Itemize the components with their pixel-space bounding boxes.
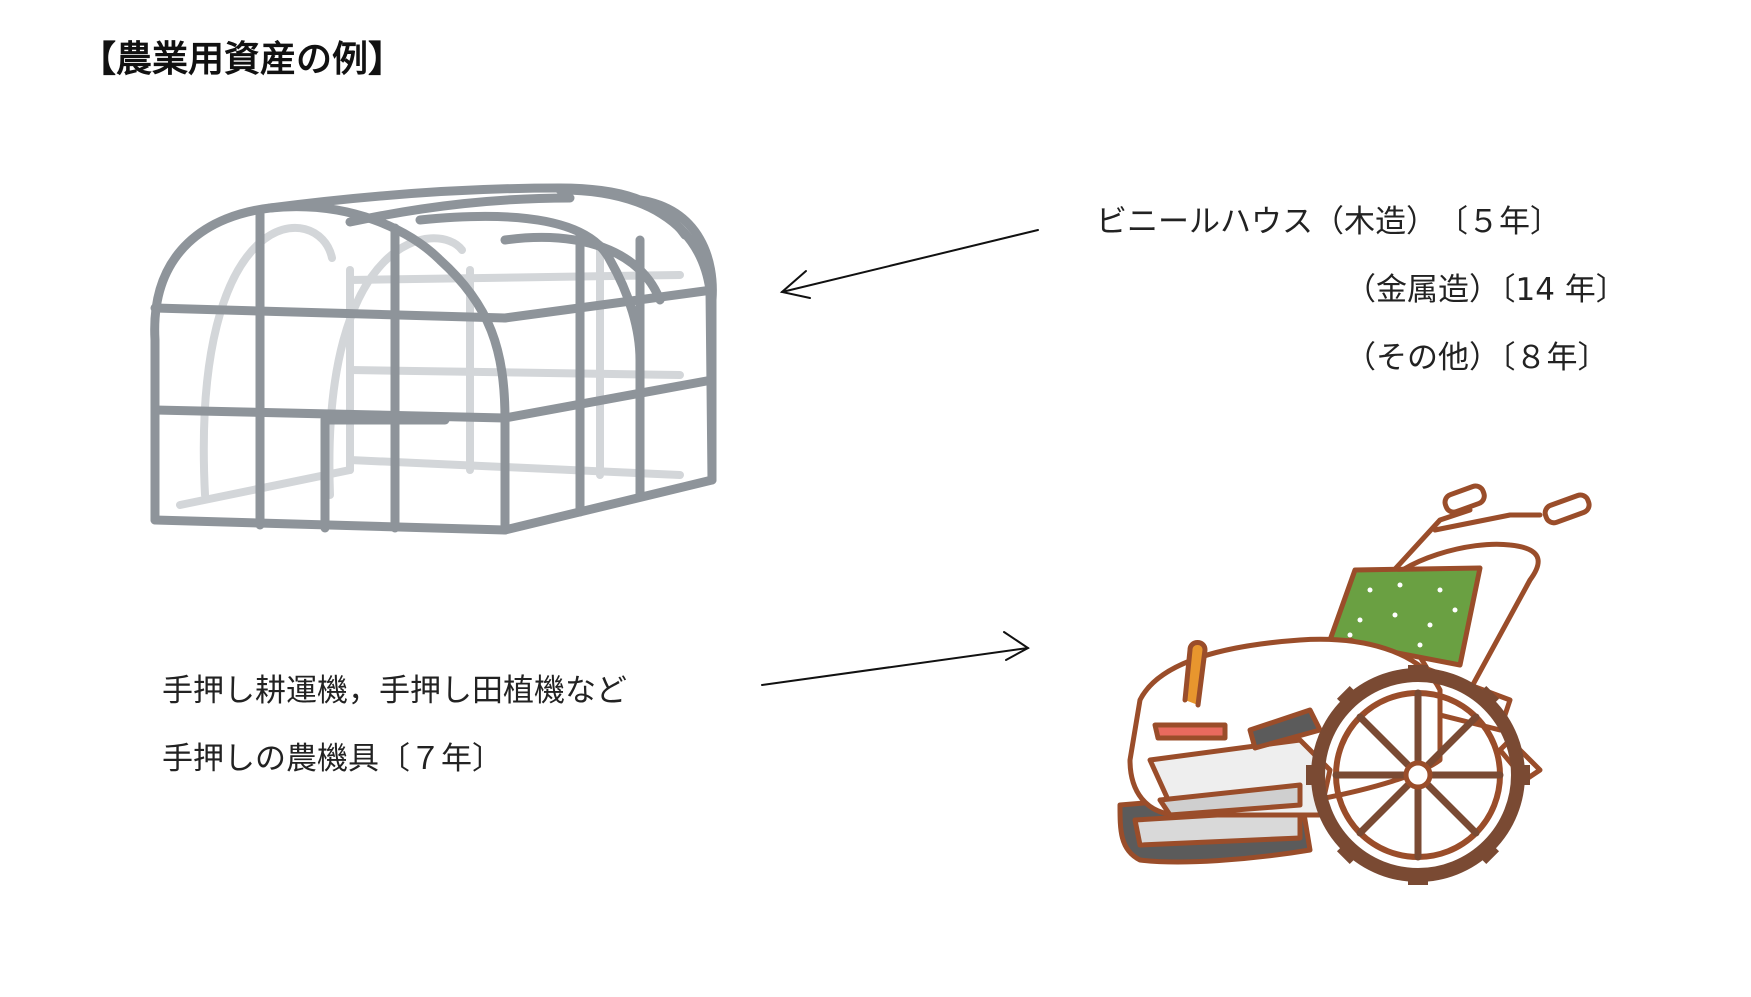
- greenhouse-caption-line1: ビニールハウス（木造） 〔５年〕: [1096, 204, 1561, 240]
- greenhouse-caption-line2: （金属造）〔14 年〕: [1345, 272, 1627, 308]
- tractor-caption-line1: 手押し耕運機，手押し田植機など: [162, 673, 627, 709]
- page-title: 【農業用資産の例】: [80, 39, 405, 80]
- greenhouse-caption-line3: （その他）〔８年〕: [1345, 340, 1609, 376]
- tractor-caption-line2: 手押しの農機具〔７年〕: [162, 741, 503, 777]
